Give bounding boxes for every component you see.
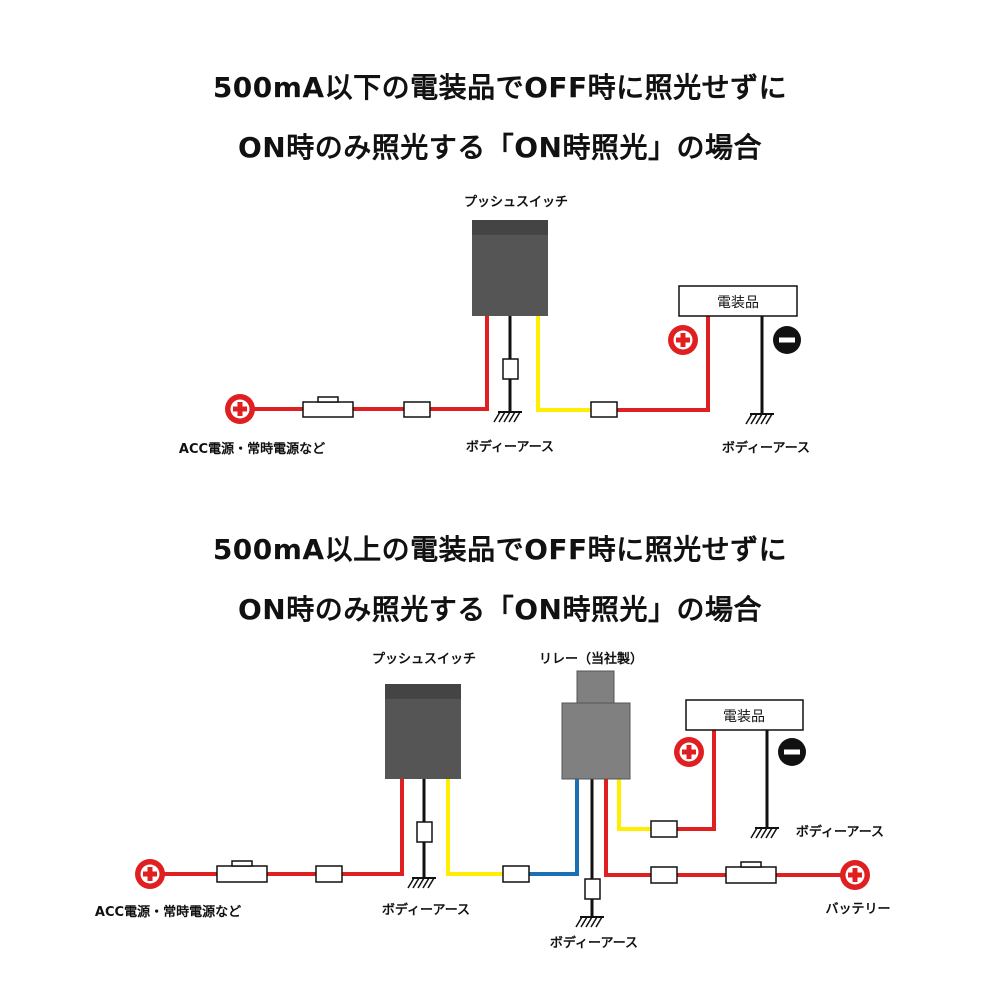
- d2-red-wire-device: [664, 730, 716, 831]
- d2-device-label: 電装品: [723, 709, 765, 725]
- d2-device-ground-label: ボディーアース: [796, 824, 884, 840]
- d2-relay-ground-icon: [575, 916, 605, 928]
- diagram1-title-line1: 500mA以下の電装品でOFF時に照光せずに: [212, 71, 788, 104]
- d2-source-plus-icon: [135, 859, 165, 889]
- d2-source-fuse-icon: [216, 860, 268, 883]
- d1-device-minus-icon: [773, 326, 801, 354]
- d2-source-connector-icon: [315, 865, 343, 883]
- d2-battery-fuse-icon: [725, 861, 777, 884]
- d2-relay: [561, 670, 631, 780]
- d2-switch-ground-icon: [407, 877, 437, 889]
- d2-battery-connector-icon: [650, 866, 678, 884]
- d1-red-wire-device: [604, 316, 710, 412]
- d2-blue-wire-relay: [516, 779, 579, 876]
- d2-signal-connector-icon: [502, 865, 530, 883]
- diagram2: プッシュスイッチ リレー（当社製） 電装品 ACC電源・常時電源など ボディーア…: [95, 651, 891, 951]
- d2-yellow-wire-device: [617, 779, 664, 831]
- diagram2-title-line2: ON時のみ照光する「ON時照光」の場合: [238, 593, 762, 626]
- d1-connector-icon: [403, 401, 431, 418]
- d1-source-plus-icon: [225, 394, 255, 424]
- d1-yellow-wire: [536, 316, 604, 412]
- d1-fuse-icon: [302, 396, 354, 418]
- d2-relay-ground-connector-icon: [584, 878, 601, 900]
- d2-push-switch-label: プッシュスイッチ: [372, 652, 476, 667]
- d1-switch-ground-connector-icon: [502, 358, 519, 380]
- d1-device-box: [678, 285, 798, 317]
- d2-relay-label: リレー（当社製）: [539, 651, 643, 667]
- d2-device-minus-icon: [778, 738, 806, 766]
- d2-yellow-wire-switch: [446, 779, 516, 876]
- d1-device-ground-label: ボディーアース: [722, 440, 810, 456]
- d1-push-switch-label: プッシュスイッチ: [464, 195, 568, 210]
- d1-switch-ground-icon: [493, 411, 523, 423]
- d1-switch-ground-label: ボディーアース: [466, 439, 554, 455]
- d2-push-switch: [385, 684, 461, 779]
- d1-device-plus-icon: [668, 325, 698, 355]
- d1-device-ground-icon: [745, 413, 775, 425]
- d2-battery-plus-icon: [840, 860, 870, 890]
- d1-red-wire-source: [240, 316, 489, 411]
- d2-device-connector-icon: [650, 820, 678, 838]
- d2-source-label: ACC電源・常時電源など: [95, 904, 241, 920]
- d2-device-box: [685, 699, 804, 731]
- d1-yellow-connector-icon: [590, 401, 618, 418]
- d2-switch-ground-connector-icon: [416, 821, 433, 843]
- d2-device-plus-icon: [674, 737, 704, 767]
- diagram2-title-line1: 500mA以上の電装品でOFF時に照光せずに: [212, 533, 788, 566]
- d2-red-wire-source: [150, 779, 404, 876]
- d1-push-switch: [472, 220, 548, 316]
- d1-source-label: ACC電源・常時電源など: [179, 441, 325, 457]
- diagram1-title-line2: ON時のみ照光する「ON時照光」の場合: [238, 131, 762, 164]
- d1-device-label: 電装品: [717, 295, 759, 311]
- d2-device-ground-icon: [750, 827, 780, 839]
- diagram1: プッシュスイッチ 電装品 ACC電源・常時電源など ボディーアース ボディーアー…: [179, 195, 810, 457]
- d2-relay-ground-label: ボディーアース: [550, 935, 638, 951]
- d2-battery-label: バッテリー: [825, 902, 890, 917]
- d2-switch-ground-label: ボディーアース: [382, 902, 470, 918]
